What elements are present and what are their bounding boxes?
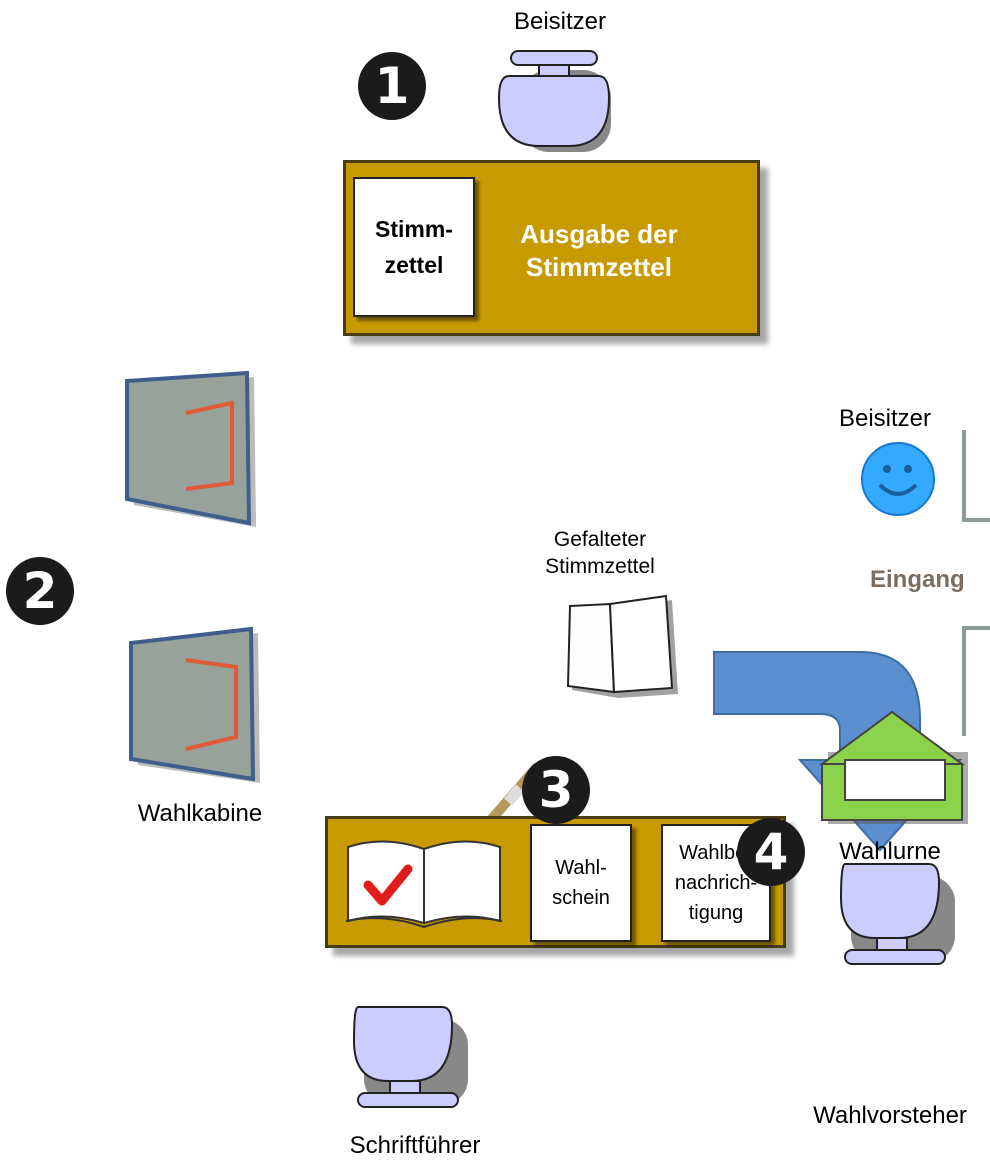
voter-register-book-icon — [345, 840, 503, 929]
step-2-marker: 2 — [6, 557, 74, 625]
step-1-marker: 1 — [358, 52, 426, 120]
top-assessor-label: Beisitzer — [513, 8, 607, 35]
ballot-issuing-desk: Stimm- zettel Ausgabe der Stimmzettel — [343, 160, 760, 336]
smiley-icon — [861, 442, 935, 516]
step-3-marker: 3 — [522, 756, 590, 824]
register-desk: Wahl- schein Wahlbe- nachrich- tigung — [325, 816, 786, 948]
ballot-issuing-title: Ausgabe der Stimmzettel — [520, 219, 678, 282]
folded-ballot-icon — [566, 594, 678, 698]
voting-booth-icon — [129, 626, 260, 783]
voting-booth-label: Wahlkabine — [137, 800, 263, 827]
top-assessor-chair-icon — [497, 50, 611, 152]
ballot-box-icon — [818, 710, 968, 824]
polling-card: Wahl- schein — [530, 824, 632, 942]
clerk-label: Schriftführer — [349, 1132, 481, 1159]
clerk-chair-icon — [352, 1006, 468, 1108]
step-4-marker: 4 — [737, 818, 805, 886]
chairperson-chair-icon — [839, 863, 955, 965]
ballot-card: Stimm- zettel — [353, 177, 475, 317]
ballot-box-label: Wahlurne — [839, 838, 941, 865]
entrance-assessor-label: Beisitzer — [838, 405, 932, 432]
folded-ballot-label: Gefalteter Stimmzettel — [545, 528, 655, 578]
entrance-wall — [962, 430, 990, 736]
chairperson-label: Wahlvorsteher — [813, 1102, 967, 1129]
voting-booth-icon — [125, 370, 256, 527]
entrance-label: Eingang — [870, 566, 965, 593]
